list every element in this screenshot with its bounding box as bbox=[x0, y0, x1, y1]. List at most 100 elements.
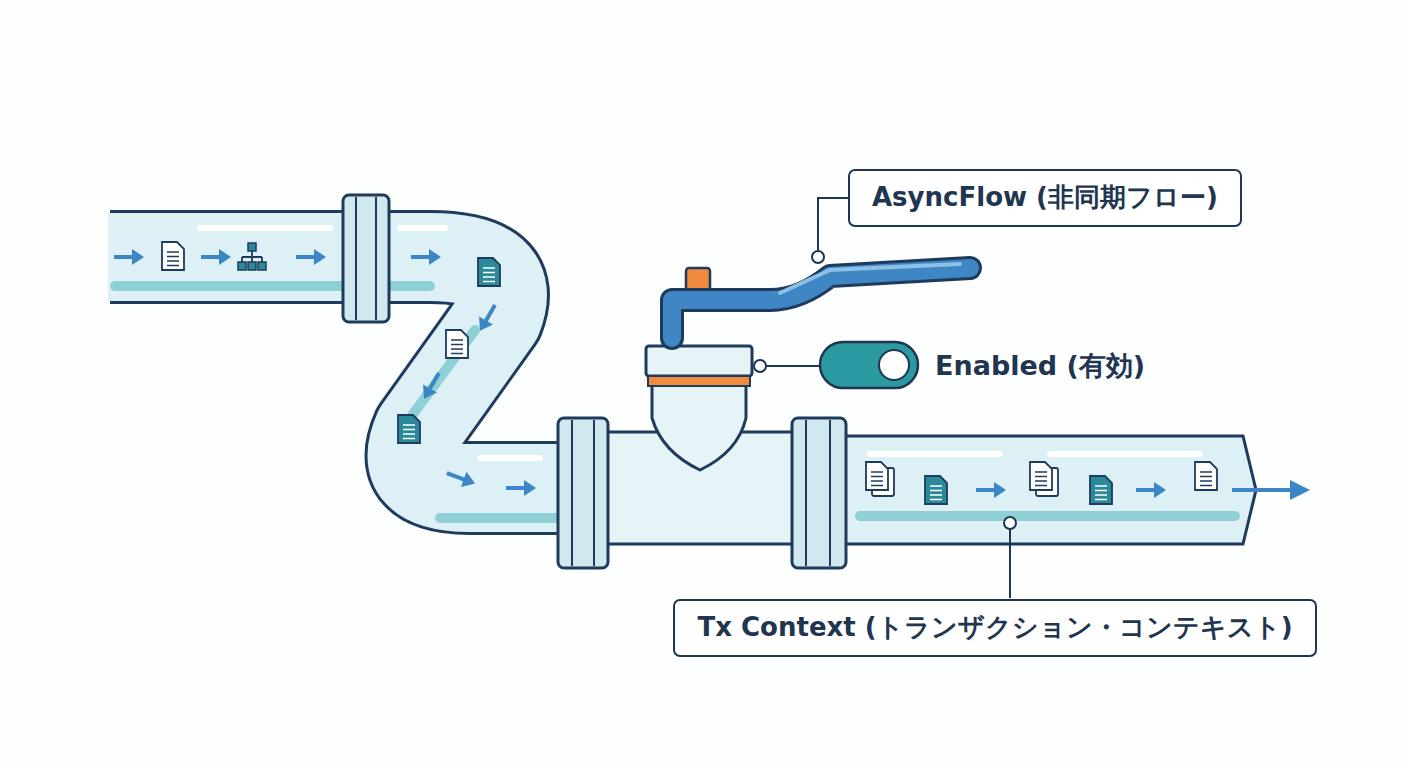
document-line bbox=[167, 251, 179, 253]
document-icon bbox=[1090, 476, 1112, 504]
document-sheet bbox=[1195, 462, 1217, 490]
flange-line bbox=[805, 420, 807, 566]
document-line bbox=[1095, 499, 1107, 501]
document-line bbox=[1035, 480, 1047, 482]
document-sheet bbox=[162, 242, 184, 270]
flow-arrow bbox=[473, 301, 502, 335]
arrow-shaft bbox=[201, 255, 221, 259]
document-sheet bbox=[1090, 476, 1112, 504]
arrow-shaft bbox=[296, 255, 316, 259]
arrow-shaft bbox=[429, 373, 439, 390]
flow-arrow bbox=[114, 249, 144, 265]
arrow-head bbox=[132, 249, 144, 265]
arrow-head bbox=[473, 316, 493, 334]
pipe-highlight bbox=[870, 451, 1200, 457]
handle-outline bbox=[672, 268, 970, 338]
flange bbox=[792, 418, 846, 568]
arrow-head bbox=[524, 480, 536, 496]
leader-line bbox=[1009, 529, 1011, 598]
valve bbox=[606, 264, 970, 544]
document-icon bbox=[398, 415, 420, 443]
document-line bbox=[1200, 471, 1212, 473]
arrow-head bbox=[1154, 482, 1166, 498]
hierarchy-box bbox=[248, 243, 256, 251]
document-sheet bbox=[446, 330, 468, 358]
hierarchy-box bbox=[238, 262, 246, 270]
document-line bbox=[451, 353, 463, 355]
arrow-head bbox=[461, 472, 478, 491]
arrow-head bbox=[417, 384, 437, 402]
document-line bbox=[451, 348, 463, 350]
leader-line bbox=[766, 365, 820, 367]
arrow-head bbox=[314, 249, 326, 265]
document-sheet bbox=[866, 462, 888, 490]
document-line bbox=[1095, 490, 1107, 492]
flow-icons bbox=[114, 242, 1217, 504]
pipe-liquid bbox=[405, 330, 475, 425]
flow-arrow bbox=[296, 249, 326, 265]
flow-arrow bbox=[506, 480, 536, 496]
leader-dot bbox=[1004, 517, 1016, 529]
arrow-shaft bbox=[1136, 488, 1156, 492]
document-line bbox=[1200, 476, 1212, 478]
document-line bbox=[1200, 485, 1212, 487]
document-icon bbox=[925, 476, 947, 504]
flow-arrow bbox=[1136, 482, 1166, 498]
document-icon bbox=[1195, 462, 1217, 490]
arrow-shaft bbox=[976, 488, 996, 492]
document-line bbox=[871, 485, 883, 487]
arrow-shaft bbox=[1232, 488, 1292, 492]
arrow-head bbox=[219, 249, 231, 265]
document-line bbox=[1095, 485, 1107, 487]
document-icon bbox=[866, 462, 894, 496]
hierarchy-icon bbox=[238, 243, 266, 270]
flange-line bbox=[375, 197, 377, 320]
flow-arrow bbox=[201, 249, 231, 265]
document-line bbox=[1095, 494, 1107, 496]
document-line bbox=[451, 344, 463, 346]
pipe-body bbox=[845, 436, 1256, 544]
document-sheet bbox=[398, 415, 420, 443]
hierarchy-box bbox=[248, 262, 256, 270]
callout-box: AsyncFlow (非同期フロー) bbox=[848, 169, 1242, 227]
document-sheet bbox=[478, 258, 500, 286]
flange-line bbox=[829, 420, 831, 566]
out-arrow bbox=[1232, 480, 1310, 500]
document-line bbox=[930, 485, 942, 487]
arrow-shaft bbox=[411, 255, 431, 259]
callout-text: Tx Context (トランザクション・コンテキスト) bbox=[697, 611, 1292, 645]
document-line bbox=[871, 480, 883, 482]
arrow-shaft bbox=[506, 486, 526, 490]
valve-bonnet bbox=[652, 384, 746, 470]
pipe-highlight bbox=[480, 455, 540, 461]
toggle-switch bbox=[820, 342, 918, 388]
handle-highlight bbox=[780, 264, 960, 293]
flange-line bbox=[571, 420, 573, 566]
callout-text: AsyncFlow (非同期フロー) bbox=[872, 181, 1218, 215]
document-line bbox=[1035, 485, 1047, 487]
flange-line bbox=[355, 197, 357, 320]
valve-band bbox=[648, 376, 750, 386]
callout-box: Tx Context (トランザクション・コンテキスト) bbox=[673, 599, 1316, 657]
flow-arrow bbox=[417, 369, 446, 403]
arrow-head bbox=[994, 482, 1006, 498]
document-line bbox=[167, 256, 179, 258]
document-icon bbox=[478, 258, 500, 286]
document-line bbox=[403, 433, 415, 435]
document-line bbox=[871, 476, 883, 478]
document-line bbox=[451, 339, 463, 341]
document-line bbox=[483, 276, 495, 278]
toggle-knob bbox=[879, 350, 909, 380]
leader-dot bbox=[754, 360, 766, 372]
document-line bbox=[930, 499, 942, 501]
state-label: Enabled (有効) bbox=[935, 348, 1145, 384]
document-line bbox=[403, 429, 415, 431]
flange-line bbox=[593, 420, 595, 566]
arrow-head bbox=[1290, 480, 1310, 500]
flow-arrow bbox=[444, 466, 478, 491]
document-line bbox=[483, 267, 495, 269]
document-sheet bbox=[1030, 462, 1052, 490]
document-line bbox=[1035, 476, 1047, 478]
document-line bbox=[930, 490, 942, 492]
